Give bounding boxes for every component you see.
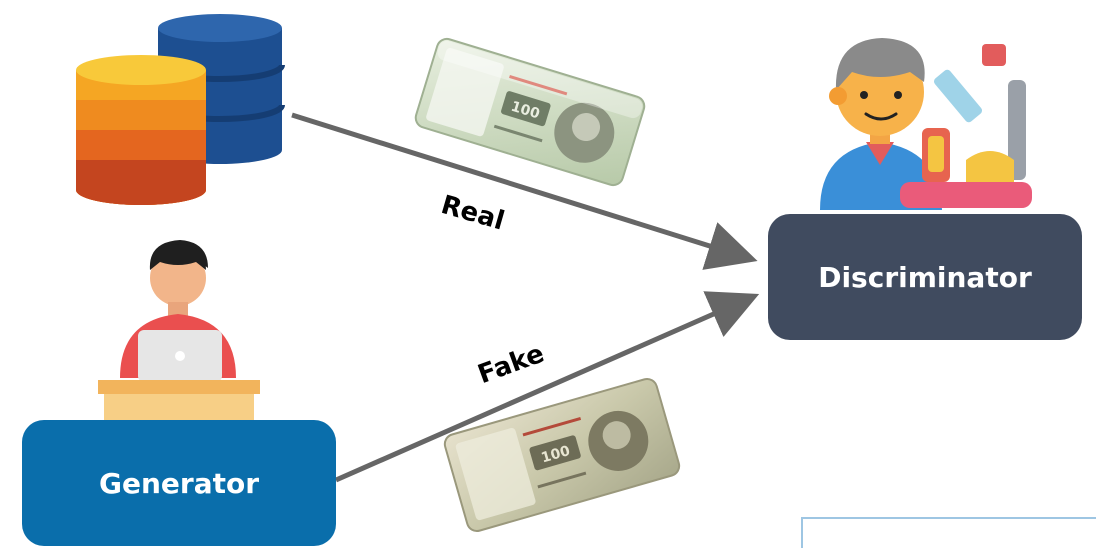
- real-arrow: [291, 112, 758, 270]
- person-laptop-icon: [98, 240, 260, 422]
- discriminator-box: Discriminator: [768, 214, 1082, 340]
- fake-note-denomination: 100: [539, 443, 572, 467]
- fake-arrow: [334, 291, 760, 483]
- generator-box: Generator: [22, 420, 336, 546]
- generator-label: Generator: [98, 466, 260, 500]
- banknote-fake-icon: 100: [443, 377, 681, 533]
- banknote-real-icon: 100: [414, 37, 646, 187]
- scientist-microscope-icon: [820, 38, 1032, 210]
- discriminator-label: Discriminator: [818, 260, 1032, 294]
- database-stack-icon: [76, 14, 285, 205]
- partial-panel: [801, 517, 1096, 548]
